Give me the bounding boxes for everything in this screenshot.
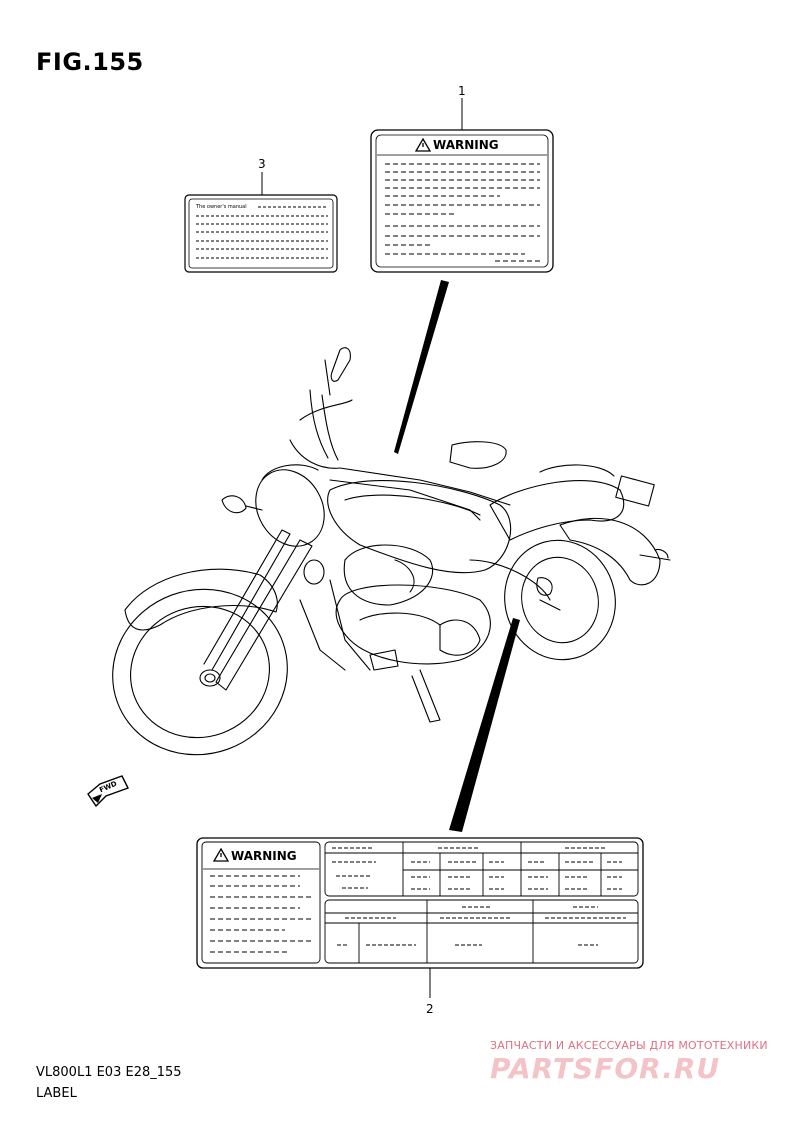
page-caption: LABEL <box>36 1086 77 1101</box>
warning-triangle-icon <box>212 847 230 862</box>
label-1-warning-heading: WARNING <box>433 138 499 152</box>
watermark-logo: PARTSFOR.RU <box>490 1052 721 1085</box>
label-1-warning <box>370 129 554 273</box>
model-code: VL800L1 E03 E28_155 <box>36 1065 182 1080</box>
callout-2: 2 <box>426 1002 434 1016</box>
warning-triangle-icon <box>414 137 432 152</box>
motorcycle-drawing <box>112 347 671 756</box>
label-3-owners-manual-text: The owner's manual <box>196 204 247 210</box>
callout-3: 3 <box>258 157 266 171</box>
watermark-tagline: ЗАПЧАСТИ И АКСЕССУАРЫ ДЛЯ МОТОТЕХНИКИ <box>490 1039 768 1052</box>
label-2-warning-heading: WARNING <box>231 849 297 863</box>
leader-lines <box>261 98 520 998</box>
label-3-owners-manual <box>184 194 338 273</box>
figure-title: FIG.155 <box>36 48 144 76</box>
label-2-warning-table <box>196 837 644 969</box>
callout-1: 1 <box>458 84 466 98</box>
fwd-arrow-icon <box>87 775 129 808</box>
